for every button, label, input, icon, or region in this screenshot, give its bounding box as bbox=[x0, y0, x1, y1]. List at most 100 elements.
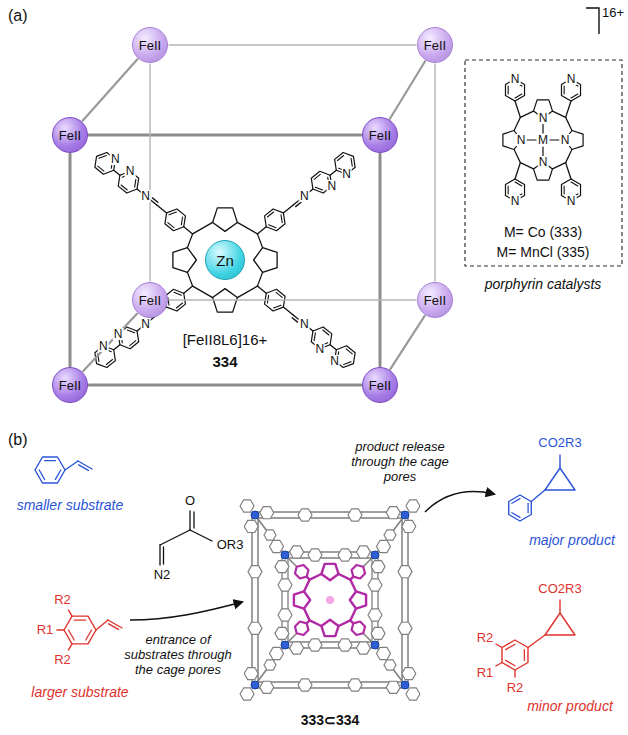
bond-line bbox=[283, 205, 293, 213]
bond-line bbox=[531, 490, 545, 502]
cage-strut bbox=[257, 515, 259, 685]
cage-ring bbox=[275, 627, 289, 639]
double-bond bbox=[515, 94, 522, 98]
metal-dot bbox=[371, 641, 379, 649]
atom-label: N bbox=[510, 195, 521, 207]
double-bond bbox=[512, 513, 520, 518]
double-bond bbox=[74, 619, 86, 620]
double-bond bbox=[314, 333, 315, 341]
charge-label: 16+ bbox=[602, 6, 624, 21]
double-bond bbox=[45, 460, 56, 461]
cage-edge bbox=[390, 61, 425, 119]
cage-ring bbox=[402, 668, 416, 680]
panel-label: (b) bbox=[8, 431, 28, 449]
coordination-bond bbox=[542, 147, 543, 156]
bond-line bbox=[65, 461, 78, 470]
iron-ion: FeII bbox=[362, 367, 398, 403]
ion-label: FeII bbox=[369, 379, 391, 392]
double-bond bbox=[512, 499, 520, 504]
atom-label: N bbox=[516, 134, 527, 146]
double-bond bbox=[571, 182, 578, 186]
double-bond bbox=[281, 215, 282, 223]
pyrrole-ring bbox=[321, 620, 338, 636]
cage-edge bbox=[83, 59, 138, 121]
cage-edge bbox=[89, 384, 361, 387]
macrocycle-bond bbox=[304, 609, 310, 621]
double-bond bbox=[68, 630, 74, 640]
cage-ring bbox=[376, 540, 390, 552]
compound-number: 334 bbox=[212, 353, 237, 370]
bond-line bbox=[566, 101, 571, 117]
pyrrole-ring bbox=[254, 248, 278, 273]
macrocycle-bond bbox=[339, 620, 351, 626]
catalyst-metal bbox=[326, 596, 334, 604]
macrocycle-bond bbox=[237, 222, 257, 233]
substituent-label: R1 bbox=[37, 623, 54, 638]
metal-dot bbox=[371, 551, 379, 559]
double-bond bbox=[106, 360, 112, 365]
double-bond bbox=[508, 186, 509, 194]
bond-line bbox=[283, 307, 293, 315]
double-bond bbox=[163, 547, 164, 564]
cage-edge bbox=[169, 44, 416, 45]
cage-ring bbox=[275, 561, 289, 573]
bond-line bbox=[257, 227, 266, 234]
cage-ring bbox=[368, 609, 382, 621]
cage-ring bbox=[248, 622, 262, 634]
cage-strut bbox=[255, 687, 405, 689]
atom-label: N bbox=[510, 73, 521, 85]
double-bond bbox=[506, 644, 515, 649]
metal-dot bbox=[281, 551, 289, 559]
atom-label: O bbox=[185, 494, 195, 509]
double-bond bbox=[506, 660, 515, 665]
double-bond bbox=[524, 650, 525, 661]
bond-line bbox=[69, 644, 73, 650]
zinc-ion: Zn bbox=[205, 240, 245, 280]
bond-line bbox=[496, 663, 502, 667]
metal-dot bbox=[401, 681, 409, 689]
pyrrole-ring bbox=[173, 248, 197, 273]
double-bond bbox=[168, 223, 174, 228]
cage-ring bbox=[398, 566, 412, 578]
cage-strut bbox=[255, 681, 405, 683]
substituent-label: R2 bbox=[54, 653, 71, 668]
benzene-ring bbox=[509, 495, 532, 521]
cage-ring bbox=[398, 622, 412, 634]
double-bond bbox=[344, 362, 351, 365]
bond-line bbox=[189, 511, 190, 530]
compound-number: 333⊂334 bbox=[301, 712, 360, 728]
ion-label: FeII bbox=[139, 39, 161, 52]
atom-label: N bbox=[125, 165, 136, 177]
bond-line bbox=[159, 545, 160, 565]
double-bond bbox=[527, 503, 528, 512]
iron-ion: FeII bbox=[52, 367, 88, 403]
macrocycle-bond bbox=[514, 150, 520, 163]
cage-ring bbox=[248, 566, 262, 578]
cage-strut bbox=[251, 515, 253, 685]
ion-label: Zn bbox=[216, 253, 234, 268]
cage-ring bbox=[240, 500, 254, 512]
bond-line bbox=[57, 629, 64, 630]
bond-line bbox=[515, 101, 520, 117]
cage-edge bbox=[69, 154, 72, 366]
cage-ring bbox=[371, 627, 385, 639]
cage-ring bbox=[264, 530, 276, 540]
double-bond bbox=[169, 212, 176, 215]
ion-label: FeII bbox=[59, 129, 81, 142]
double-bond bbox=[564, 86, 565, 94]
cyclopropane-ring bbox=[545, 613, 575, 635]
cage-ring bbox=[244, 668, 258, 680]
atom-label: N bbox=[140, 318, 151, 330]
cage-ring bbox=[376, 647, 390, 659]
cage-edge bbox=[390, 316, 424, 369]
ion-label: FeII bbox=[424, 39, 446, 52]
cage-strut bbox=[375, 645, 405, 685]
cage-ring bbox=[386, 507, 400, 519]
bond-line bbox=[114, 170, 120, 175]
double-bond bbox=[109, 624, 119, 630]
atom-label: N bbox=[140, 190, 151, 202]
iron-ion: FeII bbox=[52, 117, 88, 153]
cage-ring bbox=[338, 639, 352, 651]
bond-line bbox=[69, 610, 73, 616]
